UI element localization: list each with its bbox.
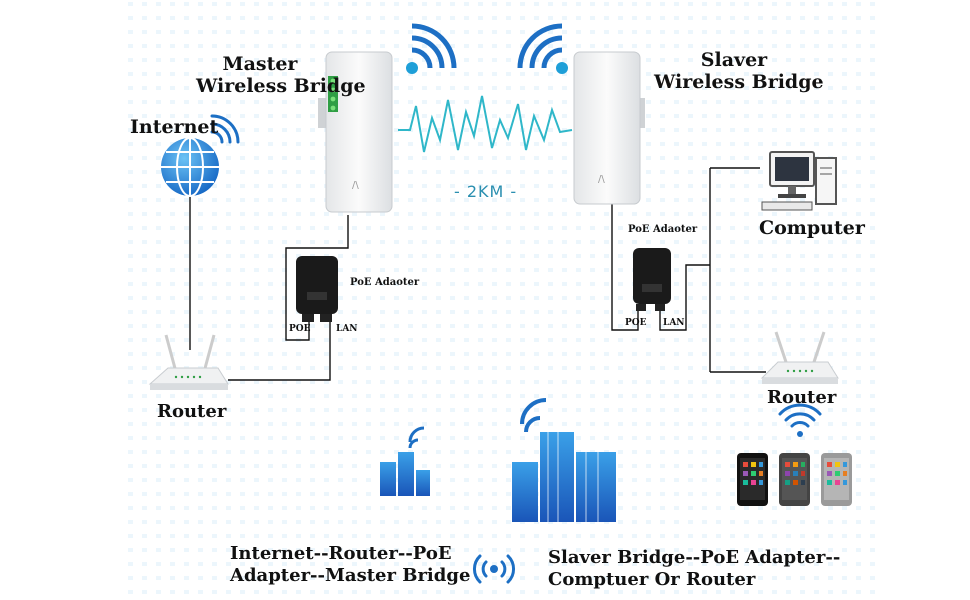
master-bridge-label: Master Wireless Bridge (196, 53, 366, 98)
poe-adapter-left-label: PoE Adaoter (350, 277, 420, 288)
wifi-icon (778, 403, 822, 437)
legend-left-line2: Adapter--Master Bridge (230, 564, 471, 586)
poe-adapter-left (296, 256, 338, 322)
legend-left-line1: Internet--Router--PoE (230, 543, 452, 564)
poe-port-left-label: POE (289, 324, 311, 334)
internet-label: Internet (130, 116, 219, 138)
building-icon (512, 398, 616, 522)
cable-lines (189, 167, 766, 381)
slaver-bridge-label-line1: Slaver (700, 49, 768, 71)
globe-icon (161, 114, 240, 197)
router-right-label: Router (767, 387, 837, 408)
computer-label: Computer (759, 217, 865, 239)
legend-right: Slaver Bridge--PoE Adapter-- Comptuer Or… (548, 547, 840, 590)
building-icon (380, 426, 430, 496)
poe-port-right-label: POE (625, 318, 647, 328)
master-bridge-label-line1: Master (222, 53, 298, 75)
svg-text:/\: /\ (352, 180, 359, 191)
phone-icon (821, 453, 852, 506)
svg-text:/\: /\ (598, 174, 605, 185)
lan-port-left-label: LAN (336, 324, 358, 334)
legend-left: Internet--Router--PoE Adapter--Master Br… (230, 543, 470, 586)
master-bridge-device: /\ (318, 51, 393, 213)
wifi-icon (406, 23, 457, 74)
lan-port-right-label: LAN (663, 318, 685, 328)
poe-adapter-right (633, 248, 671, 311)
router-left-label: Router (157, 401, 227, 422)
wifi-icon (517, 23, 568, 74)
slaver-bridge-label-line2: Wireless Bridge (654, 70, 824, 93)
router-icon (148, 334, 229, 390)
phone-icon (779, 453, 810, 506)
wifi-icon (473, 554, 515, 584)
slaver-bridge-label: Slaver Wireless Bridge (654, 49, 824, 94)
master-bridge-label-line2: Wireless Bridge (196, 74, 366, 97)
wireless-wave (398, 95, 573, 153)
computer-icon (761, 151, 837, 211)
poe-adapter-right-label: PoE Adaoter (628, 224, 698, 235)
router-icon (760, 331, 839, 384)
legend-right-line1: Slaver Bridge--PoE Adapter-- (548, 547, 841, 568)
phone-icon (737, 453, 768, 506)
distance-label: - 2KM - (454, 182, 518, 201)
legend-right-line2: Comptuer Or Router (548, 568, 756, 590)
slaver-bridge-device: /\ (573, 51, 645, 205)
